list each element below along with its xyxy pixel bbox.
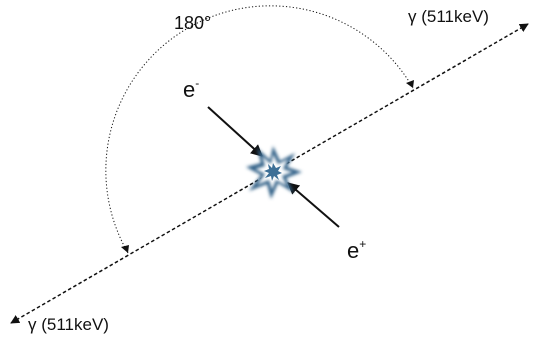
positron-symbol: e	[347, 238, 359, 263]
positron-label: e+	[347, 238, 366, 264]
angle-arc-arrowhead-bottom	[121, 245, 129, 253]
electron-label: e-	[183, 77, 199, 103]
positron-arrow	[288, 183, 339, 227]
electron-charge: -	[195, 76, 199, 90]
positron-charge: +	[359, 237, 366, 251]
gamma-bottom-label: γ (511keV)	[28, 315, 109, 335]
angle-arc	[106, 6, 413, 253]
gamma-top-label: γ (511keV)	[408, 7, 489, 27]
electron-symbol: e	[183, 77, 195, 102]
angle-arc-arrowhead-top	[406, 80, 414, 88]
electron-arrow	[208, 107, 262, 156]
angle-label: 180°	[174, 13, 211, 34]
annihilation-burst-icon	[246, 146, 302, 199]
